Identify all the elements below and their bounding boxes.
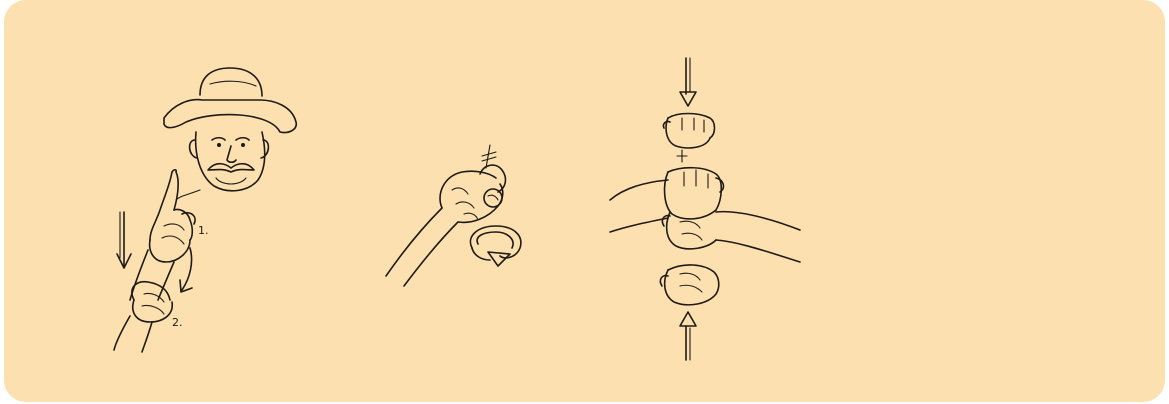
fists-stacking-icon: [4, 0, 824, 402]
illustration-card: 1. 2.: [4, 0, 1165, 402]
